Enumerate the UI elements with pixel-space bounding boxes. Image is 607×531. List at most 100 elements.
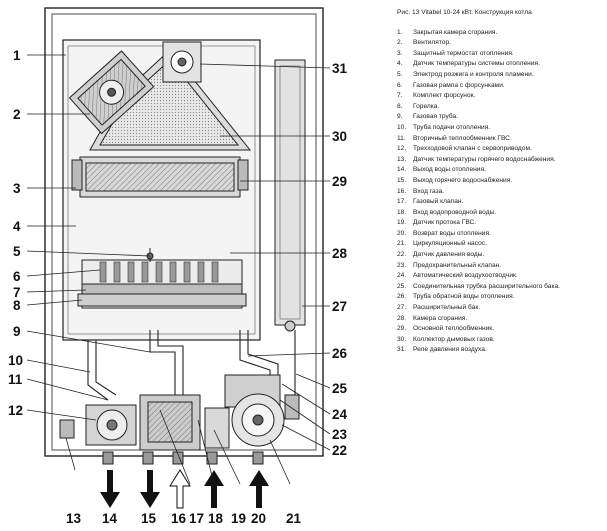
boiler-diagram: 1 2 3 4 5 6 7 8 9 10 11 12 13 14 15 16 1… [8, 7, 348, 526]
legend-item-text: Расширительный бак. [413, 304, 481, 312]
legend-item: 6. Газовая рампа с форсунками. [397, 81, 603, 92]
legend-item: 8.Горелка. [397, 102, 603, 113]
legend-item-text: Газовая труба. [413, 113, 459, 121]
legend-item-number: 7. [397, 92, 403, 100]
legend-item-text: Электрод розжига и контроля пламени. [413, 70, 534, 78]
legend-item-number: 19. [397, 219, 407, 227]
legend-item-text: Труба обратной воды отопления. [413, 293, 515, 301]
legend-item: 2. Вентилятор. [397, 38, 603, 49]
hydraulic-group [59, 374, 300, 451]
callout-21: 21 [286, 511, 302, 526]
callout-11: 11 [8, 372, 23, 387]
callout-12: 12 [8, 403, 23, 418]
arrow-heating-return [249, 470, 269, 508]
legend-item: 28.Камера сгорания. [397, 314, 603, 325]
legend-item-text: Автоматический воздухоотводчик. [413, 272, 518, 280]
legend-item-text: Предохранительный клапан. [413, 261, 502, 269]
legend-item: 5.Электрод розжига и контроля пламени. [397, 70, 603, 81]
callout-31: 31 [332, 61, 348, 76]
legend-item: 13.Датчик температуры горячего водоснабж… [397, 155, 603, 166]
callout-29: 29 [332, 174, 347, 189]
legend-item-text: Вход водопроводной воды. [413, 208, 497, 216]
arrow-heating-outlet [100, 470, 120, 508]
callout-7: 7 [13, 285, 21, 300]
legend-item-number: 11. [397, 134, 406, 142]
legend-item-text: Вторичный теплообменник ГВС. [413, 134, 512, 142]
legend-item-number: 6. [397, 81, 403, 89]
expansion-vessel [274, 59, 306, 332]
legend-item-text: Реле давления воздуха. [413, 346, 487, 354]
legend-item-number: 15. [397, 176, 407, 184]
callout-8: 8 [13, 298, 21, 313]
legend-item-text: Основной теплообменник. [413, 325, 495, 333]
callout-28: 28 [332, 246, 348, 261]
callout-5: 5 [13, 244, 21, 259]
legend-item-text: Комплект форсунок. [413, 92, 476, 100]
bottom-connections [102, 451, 264, 465]
callout-2: 2 [13, 107, 21, 122]
legend-item-text: Защитный термостат отопления. [413, 49, 514, 57]
legend-item-number: 1. [397, 28, 403, 36]
legend-item-text: Датчик давления воды. [413, 251, 485, 259]
legend-item: 26. Труба обратной воды отопления. [397, 292, 603, 303]
callout-13: 13 [66, 511, 82, 526]
legend-item: 18. Вход водопроводной воды. [397, 208, 603, 219]
legend-item-number: 21. [397, 240, 407, 248]
legend-item-number: 20. [397, 229, 407, 237]
callout-19: 19 [231, 511, 246, 526]
legend-item-text: Циркуляционный насос. [413, 240, 487, 248]
legend-item-text: Соединительная трубка расширительного ба… [413, 282, 561, 290]
legend-item-number: 26. [397, 293, 407, 301]
legend-item-number: 14. [397, 166, 407, 174]
legend-item: 24. Автоматический воздухоотводчик. [397, 271, 603, 282]
legend-item-number: 24. [397, 272, 407, 280]
legend-list: 1.Закрытая камера сгорания.2. Вентилятор.… [397, 28, 603, 356]
callout-15: 15 [141, 511, 157, 526]
arrow-cold-water-inlet [204, 470, 224, 508]
legend-item-number: 13. [397, 155, 407, 163]
legend-item-number: 9. [397, 113, 403, 121]
legend-item: 17.Газовый клапан. [397, 197, 603, 208]
air-pressure-switch [162, 41, 202, 83]
legend-item-text: Выход горячего водоснабжения. [413, 176, 513, 184]
burner [77, 259, 247, 309]
callout-24: 24 [332, 407, 348, 422]
legend-item-number: 8. [397, 102, 403, 110]
callout-9: 9 [13, 324, 21, 339]
legend-item: 12.Трехходовой клапан с сервоприводом. [397, 144, 603, 155]
legend-item-number: 17. [397, 198, 407, 206]
legend-item-number: 29. [397, 325, 407, 333]
legend-item-text: Труба подачи отопления. [413, 123, 491, 131]
legend-item-number: 10. [397, 123, 407, 131]
callout-18: 18 [208, 511, 224, 526]
legend-item-text: Коллектор дымовых газов. [413, 335, 495, 343]
legend-item-text: Датчик протока ГВС. [413, 219, 477, 227]
legend-item-text: Датчик температуры системы отопления. [413, 60, 540, 68]
callout-numbers: 1 2 3 4 5 6 7 8 9 10 11 12 13 14 15 16 1… [8, 48, 348, 526]
legend-item: 11. Вторичный теплообменник ГВС. [397, 134, 603, 145]
callout-3: 3 [13, 181, 21, 196]
legend-item-text: Камера сгорания. [413, 314, 468, 322]
callout-26: 26 [332, 346, 348, 361]
legend-item: 4. Датчик температуры системы отопления. [397, 59, 603, 70]
legend-item: 16.Вход газа. [397, 187, 603, 198]
legend: Рис. 13 Vitabel 10-24 кВт. Конструкция к… [397, 8, 603, 356]
legend-item: 15. Выход горячего водоснабжения. [397, 176, 603, 187]
fan-assembly [68, 50, 155, 135]
callout-22: 22 [332, 443, 347, 458]
callout-4: 4 [13, 219, 21, 234]
callout-10: 10 [8, 353, 23, 368]
legend-item: 1.Закрытая камера сгорания. [397, 28, 603, 39]
callout-30: 30 [332, 129, 347, 144]
arrow-gas-inlet [169, 469, 191, 509]
legend-item-text: Вентилятор. [413, 39, 451, 47]
callout-27: 27 [332, 299, 347, 314]
legend-item-number: 4. [397, 60, 403, 68]
legend-item-text: Газовая рампа с форсунками. [413, 81, 505, 89]
legend-item-number: 12. [397, 145, 407, 153]
legend-item-number: 2. [397, 39, 403, 47]
legend-item-number: 18. [397, 208, 407, 216]
legend-item-number: 22. [397, 251, 407, 259]
legend-item-text: Выход воды отопления. [413, 166, 486, 174]
legend-item: 29. Основной теплообменник. [397, 324, 603, 335]
